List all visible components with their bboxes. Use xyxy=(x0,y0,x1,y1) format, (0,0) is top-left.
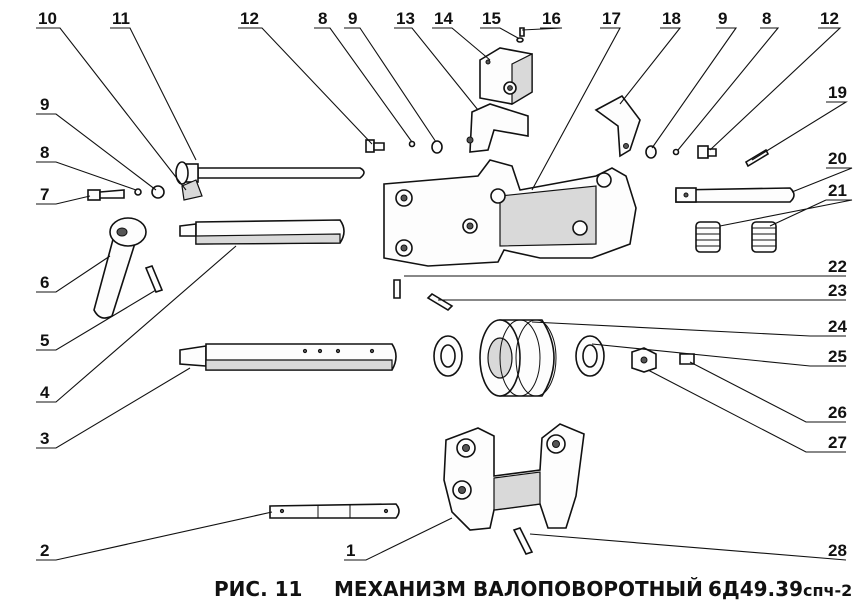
part-9-washer-top xyxy=(431,140,443,154)
part-6-handle xyxy=(93,217,147,319)
callout-26: 26 xyxy=(828,403,847,422)
callout-8-right: 8 xyxy=(762,9,771,28)
part-15-washer xyxy=(516,37,524,43)
figure-title: МЕХАНИЗМ ВАЛОПОВОРОТНЫЙ xyxy=(334,577,703,601)
callout-17: 17 xyxy=(602,9,621,28)
part-10-plate xyxy=(181,179,203,201)
part-21-springs xyxy=(695,221,777,253)
callout-6: 6 xyxy=(40,273,49,292)
callout-28: 28 xyxy=(828,541,847,560)
callout-15: 15 xyxy=(482,9,501,28)
part-8-washer-right xyxy=(672,148,680,156)
part-7-bolt xyxy=(87,189,125,201)
callout-27: 27 xyxy=(828,433,847,452)
part-2-shaft xyxy=(269,503,400,519)
part-27-nut xyxy=(631,347,657,373)
part-drawings xyxy=(87,27,795,555)
part-20-pin xyxy=(675,187,795,203)
part-12-screw-right xyxy=(697,145,717,159)
part-24-pulley xyxy=(479,319,557,397)
part-9-washer-right xyxy=(645,145,657,159)
figure-code-main: 6Д49.39 xyxy=(708,577,803,601)
callout-24: 24 xyxy=(828,317,847,336)
callout-10: 10 xyxy=(38,9,57,28)
callout-22: 22 xyxy=(828,257,847,276)
callout-12-right: 12 xyxy=(820,9,839,28)
callout-8-left: 8 xyxy=(40,143,49,162)
callout-numbers: 10 11 12 8 9 13 14 15 9 16 17 18 8 12 19… xyxy=(38,9,847,560)
callout-23: 23 xyxy=(828,281,847,300)
part-14-block xyxy=(479,47,533,106)
part-12-screw-left xyxy=(365,139,385,153)
callout-20: 20 xyxy=(828,149,847,168)
callout-9-top: 9 xyxy=(348,9,357,28)
callout-25: 25 xyxy=(828,347,847,366)
callout-3: 3 xyxy=(40,429,49,448)
callout-1: 1 xyxy=(346,541,355,560)
part-23-pin xyxy=(426,292,454,312)
part-17-housing xyxy=(383,159,637,267)
callout-13: 13 xyxy=(396,9,415,28)
part-18-angle-plate xyxy=(594,94,641,158)
callout-9-right: 9 xyxy=(718,9,727,28)
callout-18: 18 xyxy=(662,9,681,28)
part-3-main-shaft xyxy=(179,343,397,371)
leader-lines xyxy=(36,27,853,561)
part-16-screw xyxy=(519,27,525,37)
callout-11: 11 xyxy=(112,9,130,28)
part-5-pin xyxy=(144,265,164,293)
callout-12-top: 12 xyxy=(240,9,259,28)
part-28-pin xyxy=(512,527,534,555)
part-13-bracket xyxy=(469,103,529,153)
part-22-pin xyxy=(393,279,401,299)
callout-9-left: 9 xyxy=(40,95,49,114)
callout-14: 14 xyxy=(434,9,453,28)
callout-5: 5 xyxy=(40,331,49,350)
callout-4: 4 xyxy=(40,383,50,402)
callout-21: 21 xyxy=(828,181,847,200)
part-11-long-pin xyxy=(175,161,365,185)
callout-19: 19 xyxy=(828,83,847,102)
part-4-shaft xyxy=(179,219,345,245)
part-8-washer-top xyxy=(408,140,416,148)
figure-number: РИС. 11 xyxy=(214,577,302,601)
callout-8-top: 8 xyxy=(318,9,327,28)
part-1-bracket xyxy=(443,423,585,531)
callout-7: 7 xyxy=(40,185,49,204)
figure-code-suffix: спч-2 xyxy=(803,581,852,600)
callout-2: 2 xyxy=(40,541,49,560)
figure-code: 6Д49.39спч-2 xyxy=(708,577,852,601)
callout-16: 16 xyxy=(542,9,561,28)
part-8-washer-left xyxy=(134,188,142,196)
figure-caption: РИС. 11 МЕХАНИЗМ ВАЛОПОВОРОТНЫЙ 6Д49.39с… xyxy=(214,577,852,601)
